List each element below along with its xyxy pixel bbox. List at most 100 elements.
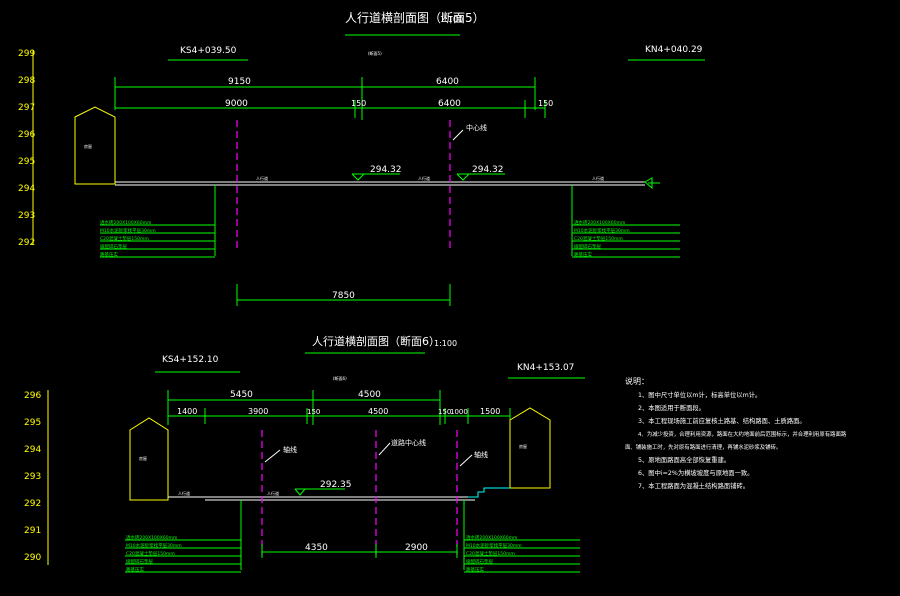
notes-heading: 说明： (625, 376, 649, 386)
layer-left-4: 级配碎石垫层 (126, 558, 153, 565)
layer-right-3: C20混凝土垫层150mm (466, 550, 515, 557)
ruler-5-tick: 298 (18, 76, 35, 86)
ruler-6-tick: 294 (24, 445, 41, 455)
section-5: 人行道横剖面图（断面5） 1:100 KS4+039.50 (断面5) KN4+… (18, 10, 705, 306)
layers-left: 透水砖200X100X60mm M10水泥砂浆找平层30mm C20混凝土垫层1… (125, 534, 241, 573)
dim-row2-a: 9000 (225, 99, 248, 109)
dim-row2-e: 150 (438, 408, 451, 416)
section-6-note-top: (断面6) (333, 375, 347, 381)
left-building-outline (129, 417, 169, 501)
section-6: 人行道横剖面图（断面6） 1:100 KS4+152.10 (断面6) KN4+… (24, 334, 585, 573)
note-item: 3、本工程现场施工前应复核土路基、结构路面、土质路面。 (638, 416, 806, 425)
dim-row1-b: 6400 (436, 77, 459, 87)
curb-steps (468, 487, 510, 498)
ruler-5-tick: 293 (18, 211, 35, 221)
layer-left-5: 路基压实 (126, 566, 144, 573)
ruler-5-tick: 296 (18, 130, 35, 140)
dim-bottom-a: 4350 (305, 543, 328, 553)
ruler-6-tick: 293 (24, 472, 41, 482)
ruler-5-tick: 294 (18, 184, 35, 194)
layer-right-2: M10水泥砂浆找平层30mm (574, 227, 630, 234)
axis-left-label: 轴线 (283, 445, 297, 454)
center-leader (378, 442, 391, 456)
layer-right-5: 路基压实 (574, 251, 592, 258)
ruler-5-tick: 292 (18, 238, 35, 248)
small-label-2: 人行道 (418, 175, 430, 181)
dim-row2-a: 1400 (177, 407, 197, 416)
axis-right-leader (459, 454, 473, 467)
left-building-label: 房屋 (139, 455, 147, 461)
small-label-1: 人行道 (256, 175, 268, 181)
note-item: 7、本工程路面为混凝土结构路面铺砖。 (638, 481, 749, 490)
section-5-station-right: KN4+040.29 (645, 45, 703, 55)
elev-value-1: 294.32 (370, 165, 402, 175)
layer-right-3: C20混凝土垫层150mm (574, 235, 623, 242)
section-6-station-left: KS4+152.10 (162, 355, 219, 365)
ruler-5-labels: 299 298 297 296 295 294 293 292 (18, 49, 35, 248)
axis-left-leader (264, 449, 281, 463)
dim-bottom-b: 2900 (405, 543, 428, 553)
elev-value-2: 294.32 (472, 165, 504, 175)
ruler-6-tick: 295 (24, 418, 41, 428)
small-label-1: 人行道 (178, 490, 190, 496)
dim-row2-b: 3900 (248, 407, 268, 416)
ruler-6-tick: 296 (24, 391, 41, 401)
layer-left-4: 级配碎石垫层 (100, 243, 127, 250)
note-item: 4、为减少投资，合理利用资源，路面在大约地面前后范围标示，并合理利用原有路面路 (638, 430, 847, 438)
layer-right-1: 透水砖200X100X60mm (574, 219, 625, 226)
layer-left-1: 透水砖200X100X60mm (100, 219, 151, 226)
layer-left-5: 路基压实 (100, 251, 118, 258)
note-item: 2、本图适用于断面段。 (638, 403, 705, 412)
ruler-5-tick: 299 (18, 49, 35, 59)
left-building-outline (74, 106, 116, 185)
ruler-6-labels: 296 295 294 293 292 291 290 (24, 391, 41, 563)
dim-row1-a: 9150 (228, 77, 251, 87)
axis-right-label: 轴线 (474, 450, 488, 459)
layer-right-2: M10水泥砂浆找平层30mm (466, 542, 522, 549)
dim-row2-c: 6400 (438, 99, 461, 109)
note-item: 5、原地面路面高全部恢复重建。 (638, 455, 730, 464)
layer-left-1: 透水砖200X100X60mm (126, 534, 177, 541)
ruler-6-tick: 290 (24, 553, 41, 563)
layer-left-3: C20混凝土垫层150mm (126, 550, 175, 557)
dim-row1-b: 4500 (358, 390, 381, 400)
section-5-scale: 1:100 (440, 15, 463, 24)
layer-right-4: 级配碎石垫层 (574, 243, 601, 250)
layer-right-1: 透水砖200X100X60mm (466, 534, 517, 541)
section-5-center-label: 中心线 (466, 123, 487, 132)
small-label-2: 人行道 (267, 490, 279, 496)
right-building-label: 房屋 (519, 443, 527, 449)
dim-row2-g: 1500 (480, 407, 500, 416)
section-6-scale: 1:100 (434, 339, 457, 348)
layer-right-5: 路基压实 (466, 566, 484, 573)
notes-block: 说明： 1、图中尺寸单位以m计，标高单位以m计。 2、本图适用于断面段。 3、本… (625, 376, 847, 490)
layers-right: 透水砖200X100X60mm M10水泥砂浆找平层30mm C20混凝土垫层1… (464, 534, 580, 573)
section-5-title: 人行道横剖面图（断面5） (345, 10, 485, 25)
dim-bottom-value: 7850 (332, 291, 355, 301)
dim-row2-d: 4500 (368, 407, 388, 416)
section-5-note-top: (断面5) (368, 50, 382, 56)
ruler-6-tick: 292 (24, 499, 41, 509)
dim-row2-c: 150 (307, 408, 320, 416)
right-building-outline (509, 407, 551, 489)
layer-left-2: M10水泥砂浆找平层30mm (126, 542, 182, 549)
dim-row2-d: 150 (538, 99, 553, 108)
elev-value: 292.35 (320, 480, 352, 490)
note-item: 1、图中尺寸单位以m计，标高单位以m计。 (638, 390, 761, 399)
ruler-6-tick: 291 (24, 526, 41, 536)
dim-row2-b: 150 (351, 99, 366, 108)
layers-right: 透水砖200X100X60mm M10水泥砂浆找平层30mm C20混凝土垫层1… (572, 219, 680, 258)
section-6-title: 人行道横剖面图（断面6） (312, 334, 440, 348)
layer-left-2: M10水泥砂浆找平层30mm (100, 227, 156, 234)
ruler-5-tick: 297 (18, 103, 35, 113)
layers-left: 透水砖200X100X60mm M10水泥砂浆找平层30mm C20混凝土垫层1… (100, 219, 215, 258)
elev-triangle (294, 488, 306, 496)
dim-row2-f: 1000 (450, 408, 468, 416)
section-6-center-label: 道路中心线 (391, 438, 426, 447)
note-item: 面、铺装施工时，先对原有路面进行清理，再铺水泥砂浆及铺砖。 (625, 443, 781, 451)
dim-row1-a: 5450 (230, 390, 253, 400)
layer-left-3: C20混凝土垫层150mm (100, 235, 149, 242)
center-leader (452, 129, 464, 141)
elev-triangle-1 (351, 173, 365, 181)
